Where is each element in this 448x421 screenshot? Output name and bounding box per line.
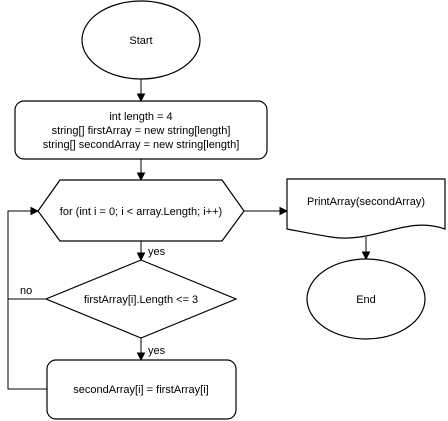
condition-label: firstArray[i].Length <= 3 [84,294,198,306]
init-node: int length = 4 string[] firstArray = new… [14,100,268,160]
edge-label-no: no [20,285,32,297]
end-label: End [356,294,376,306]
assign-node: secondArray[i] = firstArray[i] [46,359,237,420]
edge-label-yes-2: yes [148,345,166,357]
print-node: PrintArray(secondArray) [286,178,446,239]
loop-label: for (int i = 0; i < array.Length; i++) [60,206,222,218]
end-node: End [306,258,426,340]
edge-print-to-end [361,237,371,261]
loop-node: for (int i = 0; i < array.Length; i++) [37,179,245,242]
print-label: PrintArray(secondArray) [307,196,425,208]
edge-condition-to-loop: no [7,206,46,300]
edge-init-to-loop [136,159,146,182]
edge-start-to-init [136,79,146,103]
condition-node: firstArray[i].Length <= 3 [44,259,238,339]
edge-assign-to-loop [7,299,47,390]
edge-loop-to-condition: yes [136,241,166,262]
start-node: Start [81,0,201,80]
init-line-3: string[] secondArray = new string[length… [43,139,240,151]
init-line-1: int length = 4 [109,111,172,123]
init-line-2: string[] firstArray = new string[length] [52,125,231,137]
start-label: Start [129,35,152,47]
edge-condition-to-assign: yes [136,338,166,362]
assign-label: secondArray[i] = firstArray[i] [73,384,208,396]
edge-loop-to-print [244,206,289,216]
edge-label-yes-1: yes [148,246,166,258]
